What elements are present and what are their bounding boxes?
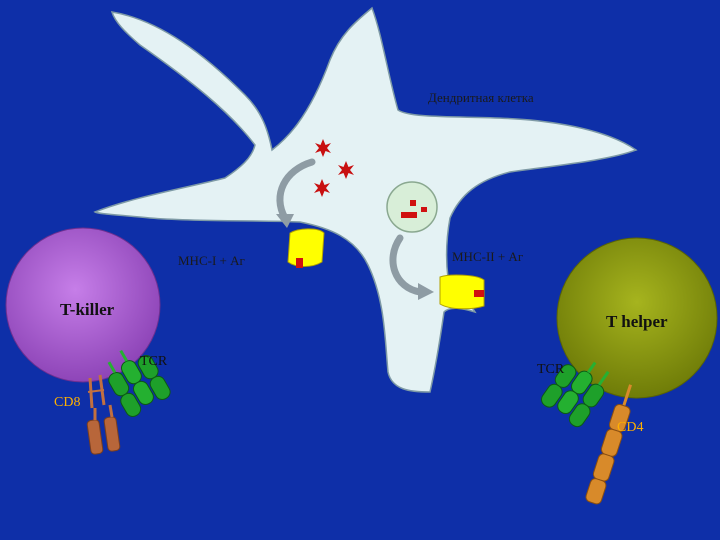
mhc2-antigen: [474, 290, 484, 297]
cd4-label: CD4: [617, 420, 644, 435]
mhc1-label: MHC-I + Аг: [178, 253, 245, 268]
arrow-head-mhc2: [418, 283, 434, 300]
cd4-receptor: [585, 384, 632, 505]
tcr-receptor-right: [541, 361, 610, 428]
tcr-right-label: TCR: [537, 362, 565, 377]
mhc2-label: MHC-II + Аг: [452, 249, 524, 264]
t-killer-label: T-killer: [60, 300, 115, 319]
antigen-star: [315, 139, 331, 157]
t-helper-cell: [556, 237, 718, 399]
antigen-star: [314, 179, 330, 197]
dendritic-cell-body: [93, 6, 638, 393]
curved-arrow-mhc1: [276, 158, 316, 222]
t-helper-label: T helper: [606, 312, 668, 331]
dendritic-cell-label: Дендритная клетка: [428, 90, 534, 105]
antigen-fragment: [410, 200, 416, 206]
mhc1-molecule: [287, 228, 325, 267]
tcr-left-label: TCR: [140, 354, 168, 369]
antigen-fragment: [421, 207, 427, 212]
antigen-fragment: [401, 212, 417, 218]
cd8-label: CD8: [54, 395, 81, 410]
curved-arrow-mhc2: [389, 234, 424, 296]
antigen-star: [338, 161, 354, 179]
t-killer-cell: [5, 227, 161, 383]
arrow-head-mhc1: [276, 214, 294, 228]
tcr-receptor-left: [107, 349, 171, 417]
mhc2-molecule: [439, 274, 485, 310]
mhc1-antigen: [296, 258, 303, 268]
endosome-vesicle: [386, 181, 438, 233]
cd8-receptor: [86, 374, 121, 455]
